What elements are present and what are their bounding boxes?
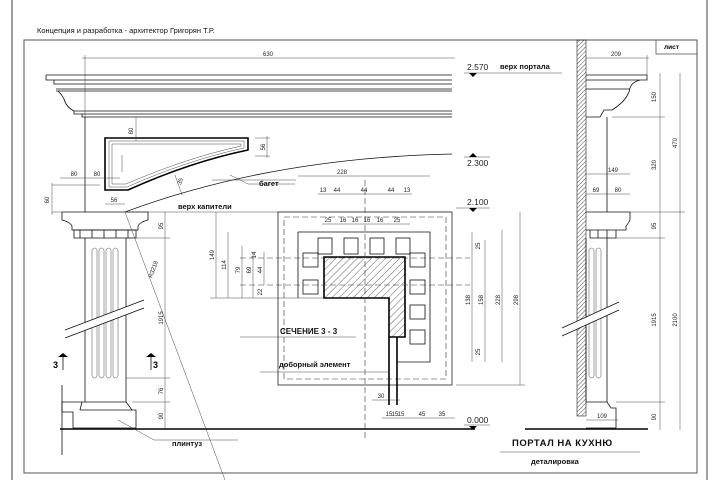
sec-dim-bottom: 35 bbox=[439, 412, 446, 418]
side-dim-cornice: 150 bbox=[652, 91, 658, 102]
section-mark-left: 3 bbox=[53, 360, 58, 370]
sheet-box bbox=[655, 39, 698, 55]
dim-left-a: 80 bbox=[71, 172, 78, 178]
sec-dim-top: 44 bbox=[361, 188, 368, 194]
drawing-title: ПОРТАЛ НА КУХНЮ bbox=[512, 438, 613, 449]
dim-panel-h: 56 bbox=[261, 143, 267, 150]
dim-cap-off: 56 bbox=[111, 198, 118, 204]
sec-dim-bottom: 15 bbox=[398, 412, 405, 418]
side-dim-base: 90 bbox=[652, 413, 658, 420]
sec-dim-second: 25 bbox=[325, 218, 332, 224]
side-dim-cap-b: 80 bbox=[615, 188, 622, 194]
side-dim-total: 2100 bbox=[673, 313, 679, 327]
sec-dim-bottom: 15 bbox=[392, 412, 399, 418]
side-dim-shaft: 1915 bbox=[652, 313, 658, 327]
dim-radius: R3218 bbox=[148, 260, 160, 279]
dim-base: 90 bbox=[159, 412, 165, 419]
sec-dim-bottom: 45 bbox=[419, 412, 426, 418]
sec-dim-left: 114 bbox=[222, 260, 228, 270]
level-floor: 0.000 bbox=[467, 415, 489, 425]
dim-left-b: 80 bbox=[94, 172, 101, 178]
dim-left-v: 60 bbox=[45, 196, 51, 203]
section-3-3: 228 13 44 44 44 13 25 16 16 16 16 25 149… bbox=[210, 170, 525, 440]
section-title: СЕЧЕНИЕ 3 - 3 bbox=[280, 327, 338, 336]
front-elevation: 3 3 630 80 56 80 80 60 56 35 95 R bbox=[45, 52, 475, 480]
dim-base-top: 76 bbox=[159, 387, 165, 394]
drawing-subtitle: деталировка bbox=[531, 457, 580, 466]
sec-dim-second: 16 bbox=[352, 218, 359, 224]
sec-dim-second: 16 bbox=[340, 218, 347, 224]
sec-dim-bottom: 30 bbox=[378, 394, 385, 400]
dim-width: 630 bbox=[263, 52, 274, 58]
sec-dim-left: 149 bbox=[210, 249, 216, 260]
side-elevation: 209 150 470 320 149 69 80 95 1915 2100 9… bbox=[500, 39, 685, 453]
level-marks: 2.570 верх портала 2.300 2.100 0.000 bbox=[456, 62, 562, 430]
sec-dim-second: 16 bbox=[377, 218, 384, 224]
sec-dim-left: 44 bbox=[258, 266, 264, 273]
drawing-frame bbox=[23, 39, 698, 474]
label-portal-top: верх портала bbox=[500, 62, 551, 71]
sec-dim-left: 14 bbox=[252, 251, 258, 258]
sec-dim-right: 158 bbox=[479, 294, 485, 305]
sec-dim-right: 228 bbox=[496, 294, 502, 305]
side-dim-depth: 209 bbox=[611, 52, 622, 58]
sec-dim-second: 16 bbox=[364, 218, 371, 224]
label-plinth: плинтуз bbox=[172, 439, 202, 448]
level-capital: 2.100 bbox=[467, 197, 489, 207]
label-extra-element: доборный элемент bbox=[279, 360, 351, 369]
level-arch: 2.300 bbox=[467, 158, 489, 168]
level-top: 2.570 bbox=[467, 62, 489, 72]
sec-dim-second: 25 bbox=[394, 218, 401, 224]
header-title: Концепция и разработка - архитектор Григ… bbox=[37, 26, 215, 35]
label-capital-top: верх капители bbox=[178, 202, 232, 211]
side-dim-cap-a: 69 bbox=[593, 188, 600, 194]
side-dim-frieze: 320 bbox=[652, 159, 658, 170]
sec-dim-top: 13 bbox=[404, 188, 411, 194]
wall-hatch bbox=[576, 39, 587, 417]
dim-shaft: 1915 bbox=[159, 311, 165, 325]
sec-dim-top: 44 bbox=[334, 188, 341, 194]
sec-dim-right: 138 bbox=[466, 294, 472, 305]
sec-dim-left: 22 bbox=[258, 288, 264, 295]
sec-dim-bottom: 15 bbox=[386, 412, 393, 418]
sec-dim-total-w: 228 bbox=[337, 170, 348, 176]
side-dim-base-w: 109 bbox=[597, 414, 608, 420]
side-dim-upper-total: 470 bbox=[673, 137, 679, 148]
sec-dim-right: 25 bbox=[476, 242, 482, 249]
dim-frieze: 80 bbox=[129, 127, 135, 134]
side-dim-cap-w: 149 bbox=[608, 168, 619, 174]
sheet-label: лист bbox=[664, 44, 679, 51]
side-dim-capital: 95 bbox=[652, 222, 658, 229]
sec-dim-top: 44 bbox=[388, 188, 395, 194]
dim-capital-h: 95 bbox=[159, 222, 165, 229]
sec-dim-right: 298 bbox=[514, 294, 520, 305]
sec-dim-left: 79 bbox=[236, 266, 242, 273]
sec-dim-right: 25 bbox=[476, 348, 482, 355]
dim-baguette-w: 35 bbox=[177, 177, 185, 186]
label-baguette: багет bbox=[259, 179, 279, 188]
section-mark-right: 3 bbox=[153, 360, 158, 370]
sec-dim-left: 69 bbox=[247, 266, 253, 273]
sec-dim-top: 13 bbox=[320, 188, 327, 194]
